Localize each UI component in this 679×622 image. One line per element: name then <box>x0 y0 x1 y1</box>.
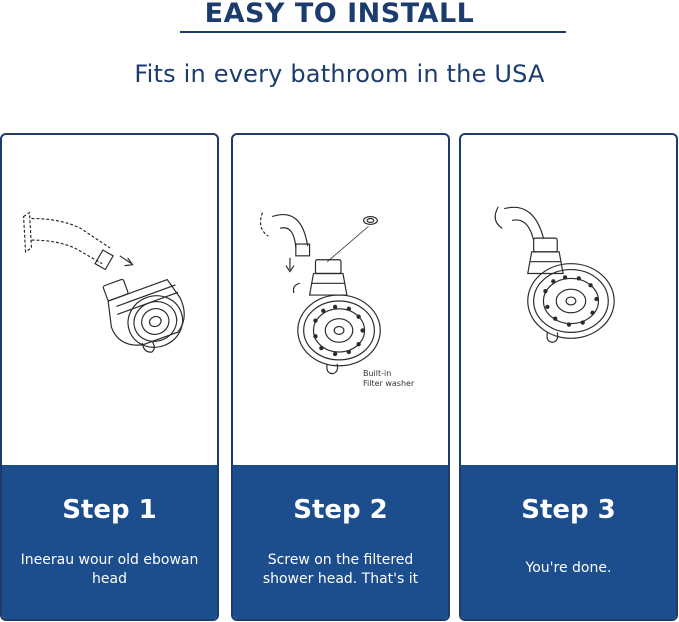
installed-head-illustration <box>494 206 615 343</box>
step-card-2: Built-in Filter washer Step 2 Screw on t… <box>231 133 450 621</box>
washer-callout-line-1: Built-in <box>363 369 392 378</box>
title-underline <box>180 31 566 33</box>
washer-callout: Built-in Filter washer <box>363 369 414 389</box>
step-1-text: Ineerau wour old ebowan head <box>20 552 199 587</box>
washer-callout-line-2: Filter washer <box>363 379 415 388</box>
page-title: EASY TO INSTALL <box>204 0 475 29</box>
step-panel-2: Step 2 Screw on the filtered shower head… <box>233 465 448 619</box>
step-2-title: Step 2 <box>293 495 388 525</box>
step-1-title: Step 1 <box>62 495 157 525</box>
step-2-text: Screw on the filtered shower head. That'… <box>262 552 419 587</box>
step-panel-3: Step 3 You're done. <box>461 465 676 619</box>
step-3-title: Step 3 <box>521 495 616 525</box>
step-panel-1: Step 1 Ineerau wour old ebowan head <box>2 465 217 619</box>
step-card-1: Step 1 Ineerau wour old ebowan head <box>0 133 219 621</box>
screw-on-head-illustration <box>259 212 381 375</box>
step-card-3: Step 3 You're done. <box>459 133 678 621</box>
page-subtitle: Fits in every bathroom in the USA <box>134 60 545 88</box>
remove-old-head-illustration <box>22 211 185 353</box>
step-3-text: You're done. <box>525 560 612 576</box>
